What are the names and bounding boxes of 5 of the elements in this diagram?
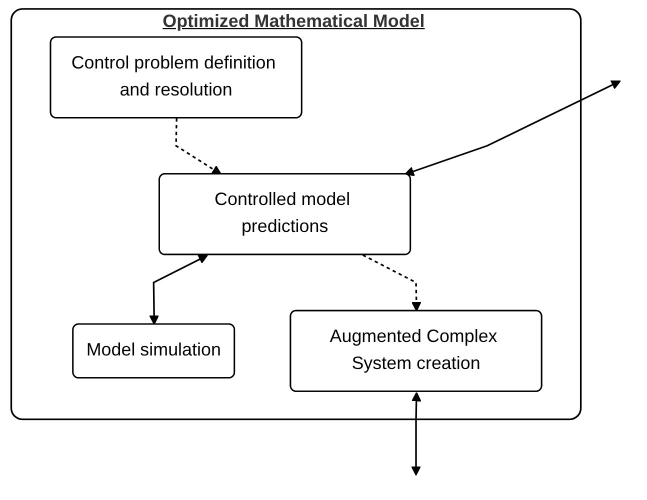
arrow — [404, 80, 621, 176]
arrow — [362, 254, 422, 312]
arrow — [175, 118, 222, 175]
arrow — [411, 392, 422, 476]
arrow — [149, 254, 208, 325]
